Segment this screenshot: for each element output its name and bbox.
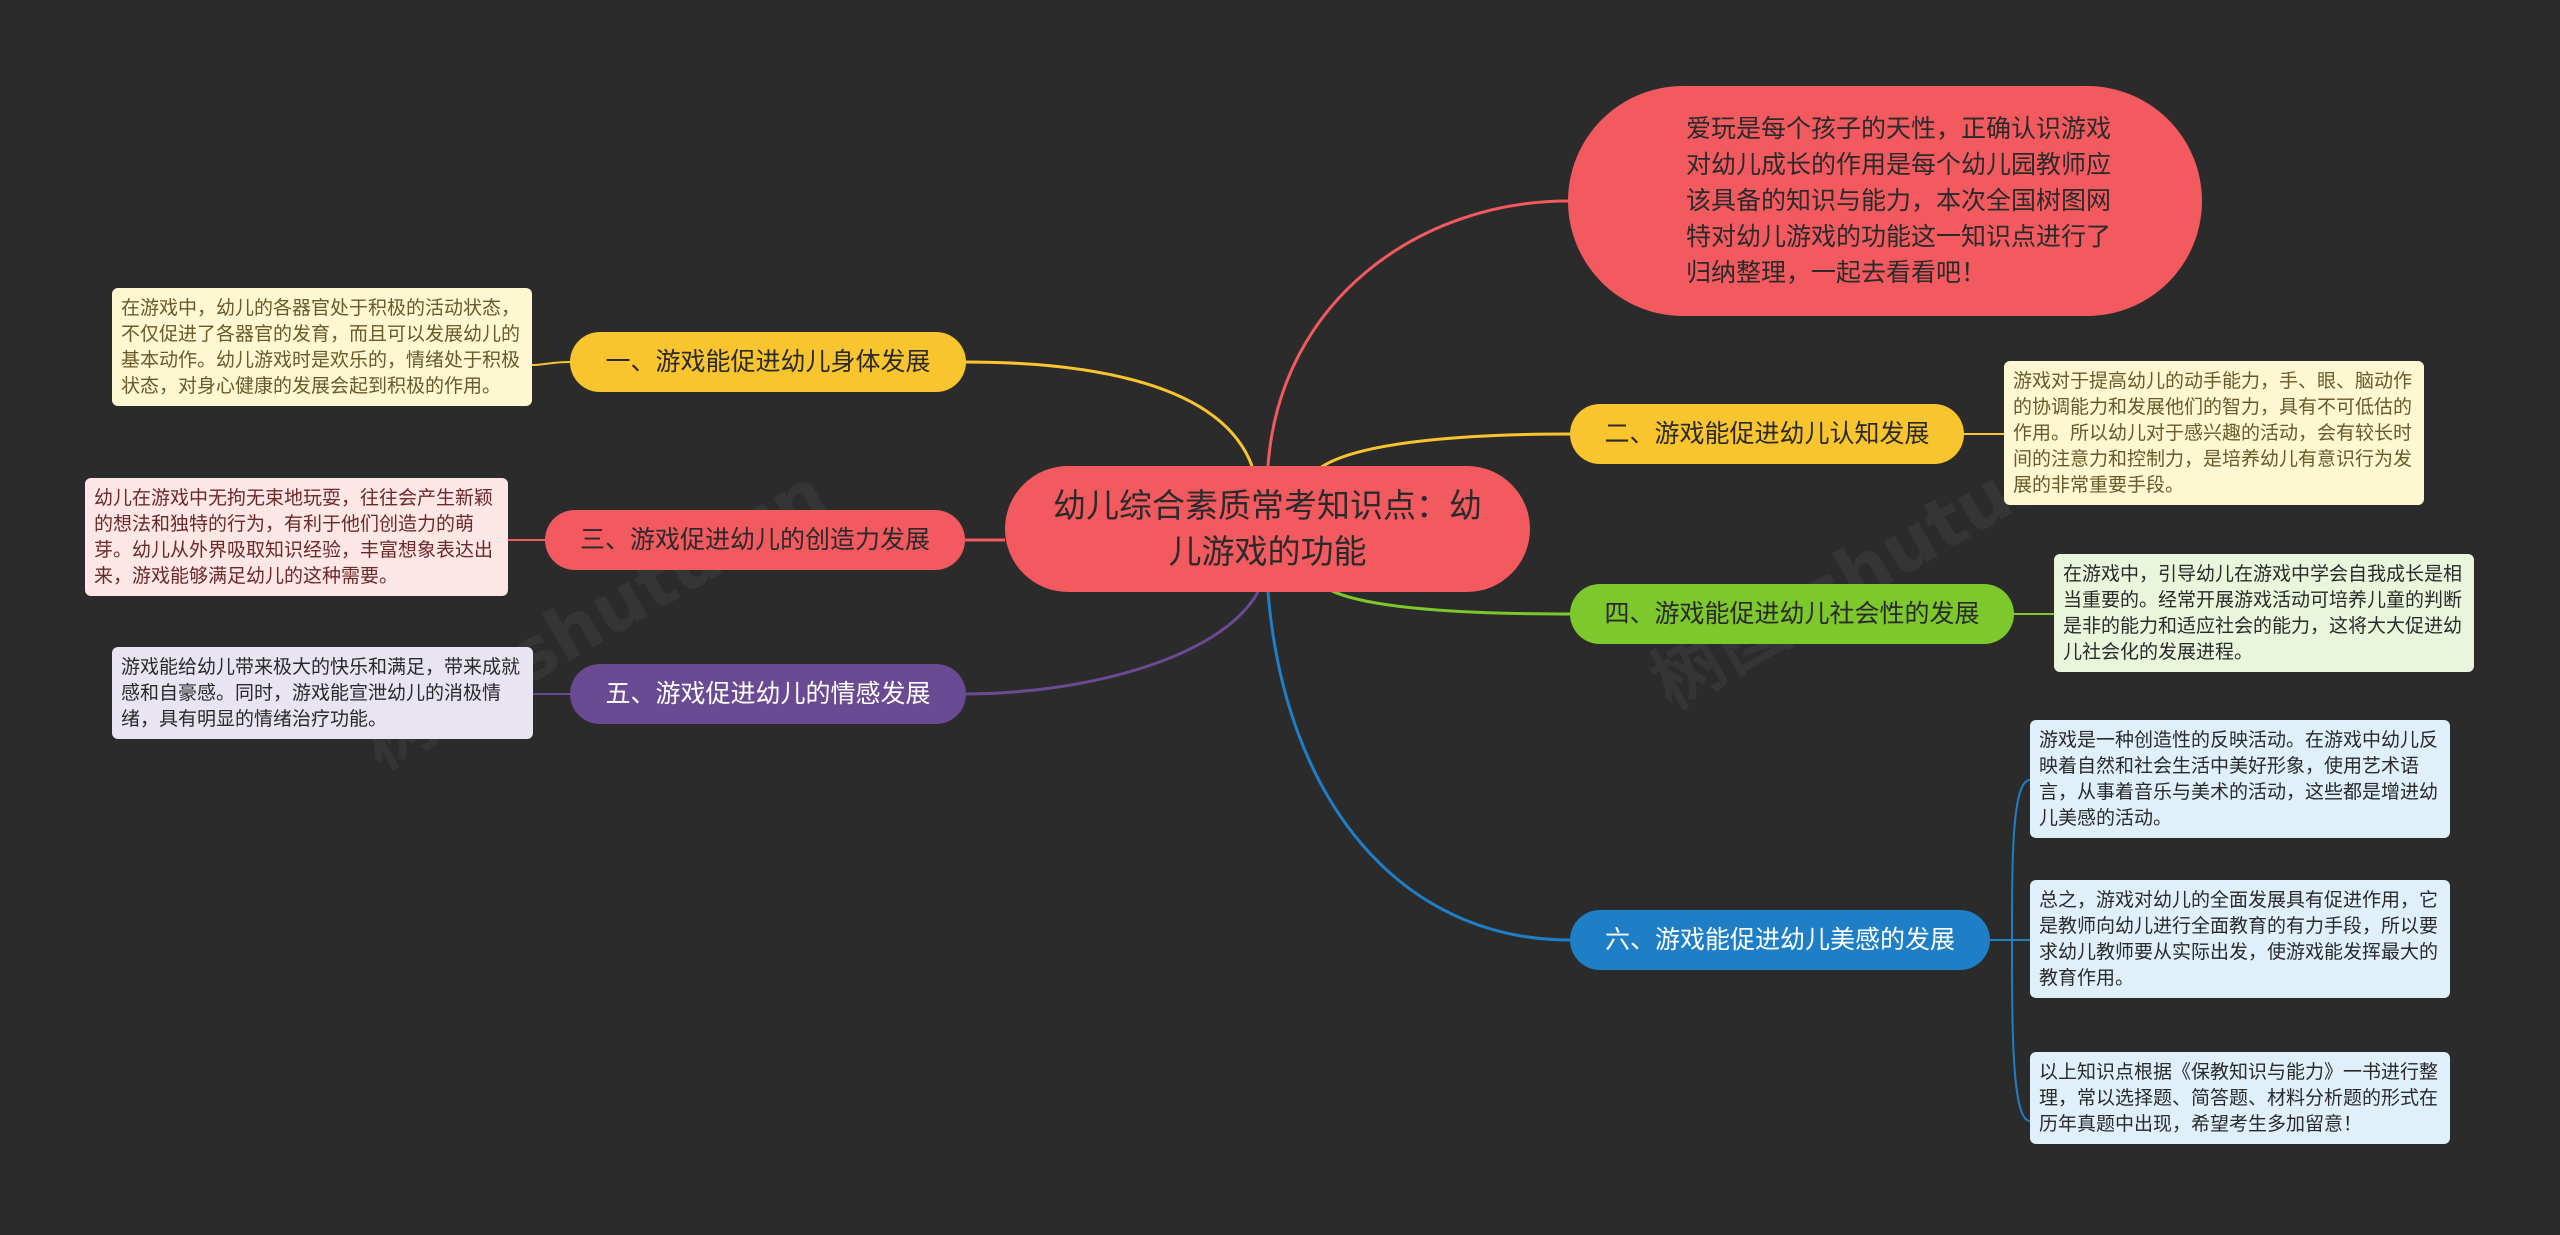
branch-aesthetic-development[interactable]: 六、游戏能促进幼儿美感的发展: [1570, 910, 1990, 970]
central-topic-title: 幼儿综合素质常考知识点：幼儿游戏的功能: [1053, 486, 1482, 571]
branch-label: 五、游戏促进幼儿的情感发展: [605, 679, 931, 708]
note-text: 总之，游戏对幼儿的全面发展具有促进作用，它是教师向幼儿进行全面教育的有力手段，所…: [2039, 889, 2439, 989]
branch-cognitive-development[interactable]: 二、游戏能促进幼儿认知发展: [1570, 404, 1964, 464]
branch-label: 一、游戏能促进幼儿身体发展: [605, 347, 931, 376]
note-emotional-development: 游戏能给幼儿带来极大的快乐和满足，带来成就感和自豪感。同时，游戏能宣泄幼儿的消极…: [112, 647, 533, 739]
note-text: 在游戏中，幼儿的各器官处于积极的活动状态，不仅促进了各器官的发育，而且可以发展幼…: [121, 297, 521, 397]
note-cognitive-development: 游戏对于提高幼儿的动手能力，手、眼、脑动作的协调能力和发展他们的智力，具有不可低…: [2004, 361, 2424, 505]
link-center-b6: [1266, 591, 1571, 942]
branch-creativity-development[interactable]: 三、游戏促进幼儿的创造力发展: [545, 510, 965, 570]
branch-label: 四、游戏能促进幼儿社会性的发展: [1604, 599, 1980, 628]
note-text: 幼儿在游戏中无拘无束地玩耍，往往会产生新颖的想法和独特的行为，有利于他们创造力的…: [94, 487, 494, 587]
note-aesthetic-2: 总之，游戏对幼儿的全面发展具有促进作用，它是教师向幼儿进行全面教育的有力手段，所…: [2030, 880, 2450, 998]
link-center-b1: [964, 360, 1254, 467]
note-text: 游戏能给幼儿带来极大的快乐和满足，带来成就感和自豪感。同时，游戏能宣泄幼儿的消极…: [121, 656, 521, 730]
note-social-development: 在游戏中，引导幼儿在游戏中学会自我成长是相当重要的。经常开展游戏活动可培养儿童的…: [2054, 554, 2474, 672]
note-text: 以上知识点根据《保教知识与能力》一书进行整理，常以选择题、简答题、材料分析题的形…: [2039, 1061, 2439, 1135]
intro-text: 爱玩是每个孩子的天性，正确认识游戏对幼儿成长的作用是每个幼儿园教师应该具备的知识…: [1686, 114, 2112, 287]
branch-social-development[interactable]: 四、游戏能促进幼儿社会性的发展: [1570, 584, 2014, 644]
branch-label: 二、游戏能促进幼儿认知发展: [1604, 419, 1930, 448]
link-b1-note: [531, 361, 571, 366]
branch-physical-development[interactable]: 一、游戏能促进幼儿身体发展: [570, 332, 966, 392]
branch-label: 六、游戏能促进幼儿美感的发展: [1604, 925, 1955, 954]
note-creativity-development: 幼儿在游戏中无拘无束地玩耍，往往会产生新颖的想法和独特的行为，有利于他们创造力的…: [85, 478, 508, 596]
intro-node[interactable]: 爱玩是每个孩子的天性，正确认识游戏对幼儿成长的作用是每个幼儿园教师应该具备的知识…: [1568, 86, 2202, 316]
note-aesthetic-3: 以上知识点根据《保教知识与能力》一书进行整理，常以选择题、简答题、材料分析题的形…: [2030, 1052, 2450, 1144]
note-aesthetic-1: 游戏是一种创造性的反映活动。在游戏中幼儿反映着自然和社会生活中美好形象，使用艺术…: [2030, 720, 2450, 838]
note-text: 游戏对于提高幼儿的动手能力，手、眼、脑动作的协调能力和发展他们的智力，具有不可低…: [2013, 370, 2413, 496]
link-center-b2: [1319, 432, 1571, 470]
branch-label: 三、游戏促进幼儿的创造力发展: [579, 525, 930, 554]
note-text: 游戏是一种创造性的反映活动。在游戏中幼儿反映着自然和社会生活中美好形象，使用艺术…: [2039, 729, 2439, 829]
link-center-b4: [1329, 588, 1571, 616]
branch-emotional-development[interactable]: 五、游戏促进幼儿的情感发展: [570, 664, 966, 724]
link-b6-notes: [1990, 779, 2031, 1122]
link-center-b5: [964, 591, 1260, 696]
link-center-intro: [1266, 199, 1569, 467]
central-topic[interactable]: 幼儿综合素质常考知识点：幼儿游戏的功能: [1005, 466, 1530, 592]
note-text: 在游戏中，引导幼儿在游戏中学会自我成长是相当重要的。经常开展游戏活动可培养儿童的…: [2063, 563, 2463, 663]
note-physical-development: 在游戏中，幼儿的各器官处于积极的活动状态，不仅促进了各器官的发育，而且可以发展幼…: [112, 288, 532, 406]
